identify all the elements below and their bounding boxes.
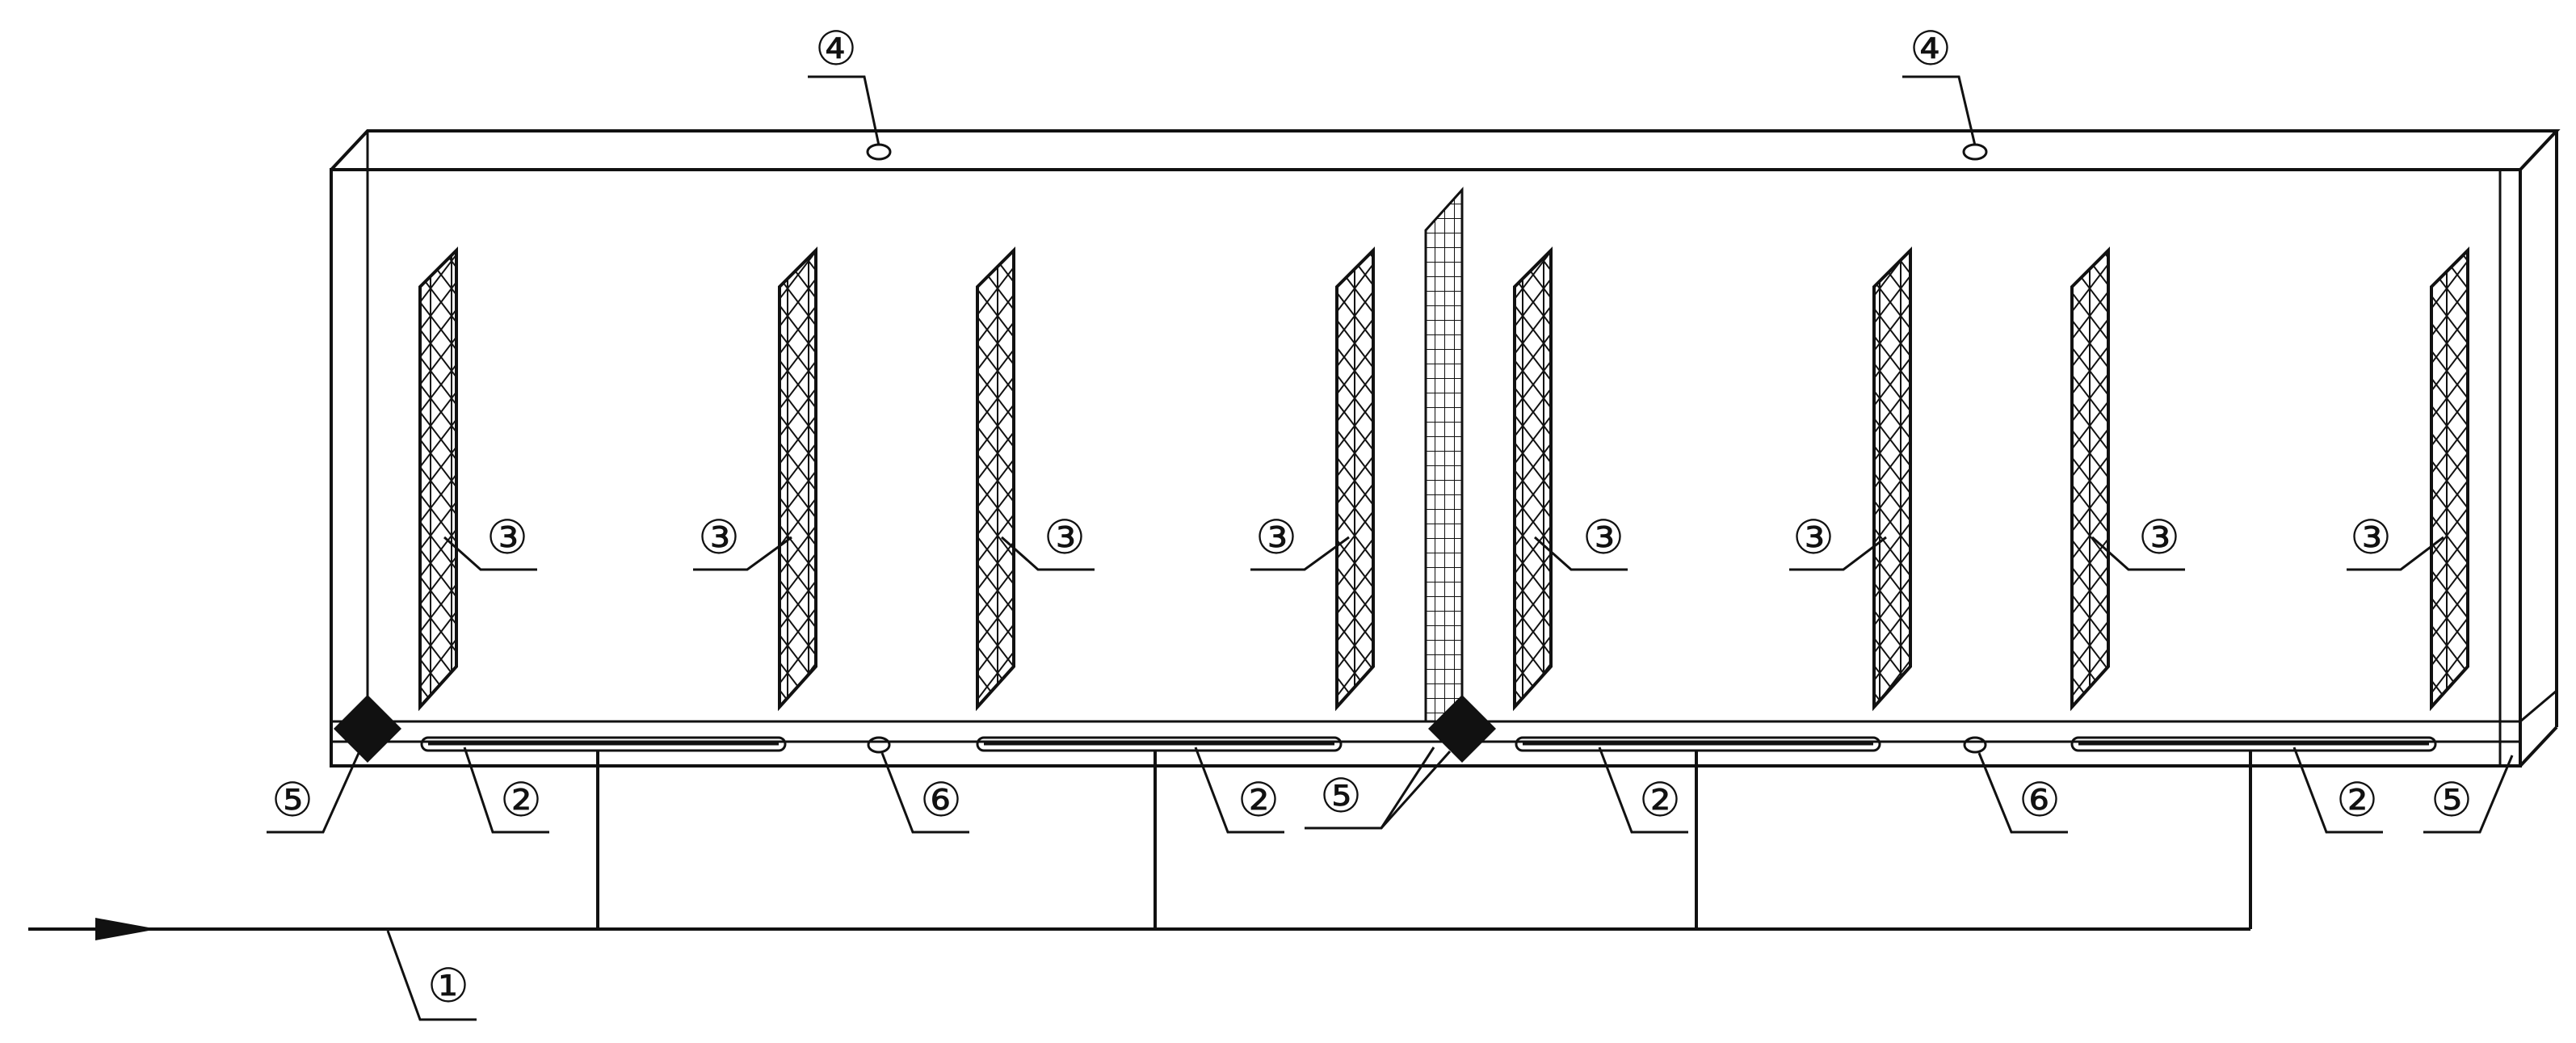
outlet-right <box>1963 736 1987 754</box>
packing-panels <box>418 246 2469 712</box>
packing-panel-8 <box>2430 246 2469 712</box>
packing-panel-5 <box>1513 246 1553 712</box>
corner-block-left <box>334 695 401 763</box>
label-aerator-2: ② <box>1238 772 1280 827</box>
label-packing-4: ③ <box>1255 510 1297 565</box>
label-vent-left: ④ <box>815 21 857 76</box>
label-packing-6: ③ <box>1792 510 1834 565</box>
packing-panel-1 <box>418 246 458 712</box>
packing-panel-4 <box>1335 246 1375 712</box>
packing-panel-3 <box>976 246 1015 712</box>
label-vent-right: ④ <box>1910 21 1952 76</box>
packing-panel-2 <box>778 246 817 712</box>
air-supply-piping <box>28 751 2252 940</box>
corner-block-middle <box>1428 695 1496 763</box>
label-corner-block-left: ⑤ <box>271 772 313 827</box>
label-aerator-4: ② <box>2336 772 2378 827</box>
label-aerator-1: ② <box>500 772 542 827</box>
label-packing-8: ③ <box>2350 510 2392 565</box>
label-outlet-right: ⑥ <box>2019 772 2061 827</box>
packing-panel-7 <box>2070 246 2110 712</box>
label-packing-3: ③ <box>1044 510 1086 565</box>
aerator-tube-2 <box>976 736 1343 752</box>
vent-left <box>866 143 892 161</box>
label-packing-5: ③ <box>1582 510 1624 565</box>
vents <box>866 143 1988 161</box>
vent-right <box>1962 143 1988 161</box>
label-corner-block-middle: ⑤ <box>1320 768 1362 823</box>
label-packing-2: ③ <box>698 510 740 565</box>
callout-labels: ④ ④ ③ ③ ③ ③ ③ ③ ③ ③ ② ② ② ② ⑥ ⑥ ⑤ ⑤ ⑤ ① <box>271 21 2473 1013</box>
inlet-arrow-icon <box>95 918 158 940</box>
label-outlet-left: ⑥ <box>920 772 962 827</box>
corner-blocks <box>334 695 1496 763</box>
label-corner-block-right: ⑤ <box>2431 772 2473 827</box>
packing-panel-6 <box>1872 246 1912 712</box>
label-packing-1: ③ <box>486 510 528 565</box>
aerator-tube-1 <box>420 736 787 752</box>
divider-grid <box>1424 187 1464 723</box>
aerator-tube-3 <box>1515 736 1881 752</box>
label-packing-7: ③ <box>2138 510 2180 565</box>
outlets <box>867 736 1987 754</box>
tank-outline <box>330 129 2561 768</box>
outlet-left <box>867 736 891 754</box>
aerator-tube-4 <box>2070 736 2437 752</box>
label-inlet: ① <box>427 958 469 1013</box>
leader-lines <box>267 75 2514 1021</box>
aerator-tubes <box>420 736 2437 752</box>
label-aerator-3: ② <box>1639 772 1681 827</box>
